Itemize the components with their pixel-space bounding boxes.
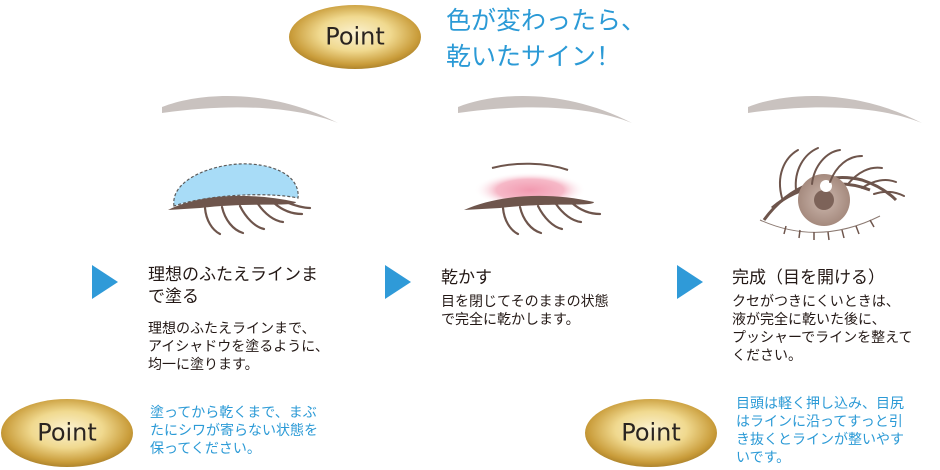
step1-title-line1: 理想のふたえラインま	[148, 265, 318, 285]
eye-illustrations	[162, 95, 922, 241]
step3-desc-line4: ください。	[732, 348, 802, 364]
point-badge-left: Point	[0, 398, 134, 468]
step3-desc-line2: 液が完全に乾いた後に、	[732, 312, 886, 328]
point-note-right-line3: き抜くとラインが整いやす	[736, 432, 904, 448]
step2-desc-line2: で完全に乾かします。	[441, 312, 580, 328]
point-note-right-line4: いです。	[736, 450, 791, 466]
eyebrow-icon	[458, 95, 632, 123]
headline-line-1: 色が変わったら、	[446, 6, 647, 35]
step2-title-line1: 乾かす	[441, 268, 492, 288]
point-note-right-line2: はラインに沿ってすっと引	[736, 414, 903, 430]
step2-desc-line1: 目を閉じてそのままの状態	[441, 294, 609, 310]
open-eye-icon	[759, 147, 905, 241]
step3-desc-line3: プッシャーでラインを整えて	[732, 330, 913, 346]
point-badge-right: Point	[584, 398, 718, 468]
painted-eyelid-illustration	[168, 163, 312, 236]
top-point-badge: Point	[288, 4, 422, 70]
step3-title-line1: 完成（目を開ける）	[732, 268, 885, 288]
point-note-left-line3: 保ってください。	[150, 441, 261, 457]
headline-line-2: 乾いたサイン！	[446, 42, 622, 71]
point-label: Point	[621, 418, 681, 447]
step1-title-line2: で塗る	[148, 287, 199, 307]
eyebrow-icon	[748, 95, 922, 123]
step1-desc-line2: アイシャドウを塗るように、	[148, 339, 329, 355]
step1-desc-line1: 理想のふたえラインまで、	[148, 321, 316, 337]
closed-eye-icon	[464, 162, 602, 236]
point-note-right-line1: 目頭は軽く押し込み、目尻	[736, 396, 904, 412]
step1-desc-line3: 均一に塗ります。	[148, 357, 259, 373]
point-label: Point	[37, 418, 97, 447]
play-arrow-icon	[92, 265, 118, 299]
step3-desc-line1: クセがつきにくいときは、	[732, 294, 900, 310]
point-note-left-line2: たにシワが寄らない状態を	[150, 423, 318, 439]
play-arrow-icon	[385, 265, 411, 299]
point-note-left-line1: 塗ってから乾くまで、まぶ	[150, 405, 317, 421]
play-arrow-icon	[677, 265, 703, 299]
eyebrow-icon	[162, 95, 338, 123]
point-label: Point	[325, 22, 385, 51]
